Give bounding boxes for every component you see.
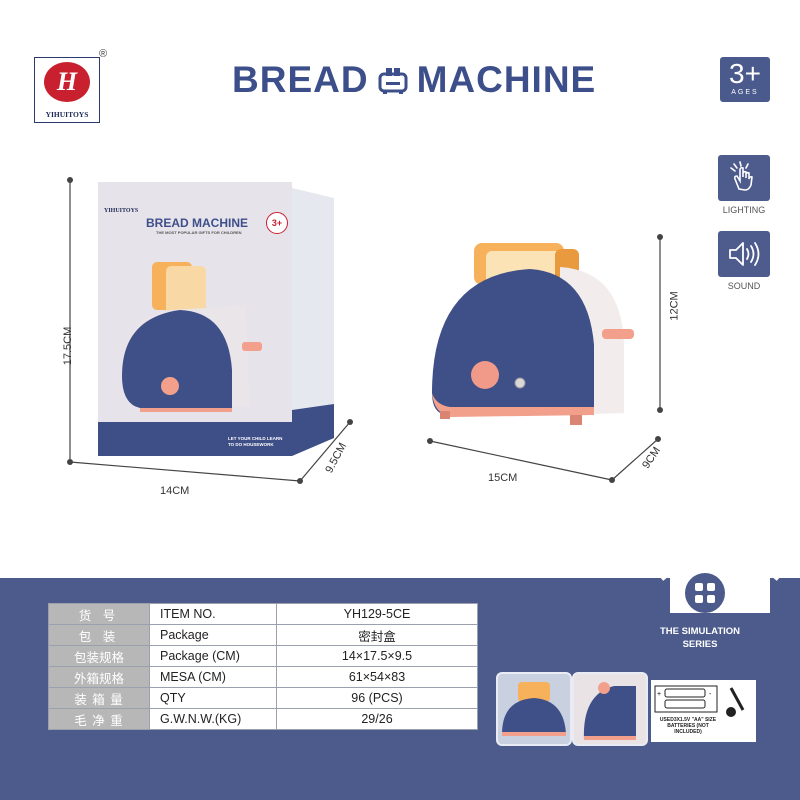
spec-value: YH129-5CE [276,603,478,625]
toaster-product-illustration [427,234,663,483]
series-line1: THE SIMULATION [659,626,741,637]
brand-name: YIHUITOYS [45,110,89,119]
feature-sound: SOUND [717,231,771,291]
registered-mark: ® [99,48,108,60]
spec-value: 密封盒 [276,624,478,646]
brand-logo-mark: H [44,62,90,102]
battery-icon: + - [654,685,745,717]
feature-lighting: LIGHTING [717,155,771,215]
spec-value: 29/26 [276,708,478,730]
svg-text:-: - [709,691,712,698]
spec-cn-label: 毛 净 重 [48,708,150,730]
toaster-body [432,269,594,415]
title-right: MACHINE [416,59,597,100]
package-box-illustration [67,177,353,484]
dimension-line [299,421,351,482]
brand-logo-letter: H [56,67,78,96]
battery-text: USED3X1.5V "AA" SIZE BATTERIES (NOT INCL… [659,717,717,735]
spec-cn-label: 包 装 [48,624,150,646]
brand-logo: H YIHUITOYS [34,57,100,123]
box-side [292,188,334,456]
box-height-label: 17.5CM [62,326,74,366]
box-title: BREAD MACHINE [146,216,248,230]
toy-height-label: 12CM [668,291,681,321]
feature-label: SOUND [727,281,761,291]
toaster-knob [471,361,499,389]
spec-en-label: ITEM NO. [149,603,277,625]
spec-cn-label: 外箱规格 [48,666,150,688]
dimension-line [611,438,659,481]
svg-text:+: + [657,691,661,698]
spec-value: 61×54×83 [276,666,478,688]
toy-width-label: 15CM [488,472,518,484]
spec-en-label: QTY [149,687,277,709]
house-icon [656,522,780,613]
spec-value: 96 (PCS) [276,687,478,709]
series-label: THE SIMULATION SERIES [650,625,750,651]
page-title: BREAD MACHINE [232,58,596,102]
box-slogan: LET YOUR CHILD LEARN TO DO HOUSEWORK [228,436,283,447]
box-width-label: 14CM [160,485,190,497]
box-toaster-image [121,262,262,412]
title-left: BREAD [232,59,369,100]
thumbnail-front [496,672,572,746]
spec-en-label: MESA (CM) [149,666,277,688]
age-label: AGES [731,89,759,96]
spec-en-label: Package (CM) [149,645,277,667]
series-line2: SERIES [682,639,718,650]
box-brand: YIHUITOYS [104,208,139,214]
battery-note: + - USED3X1.5V "AA" SIZE BATTERIES (NOT … [651,680,756,742]
thumbnail-side [572,672,648,746]
dimension-line [69,461,301,482]
touch-light-icon [718,155,770,201]
speaker-icon [718,231,770,277]
age-badge: 3+ AGES [720,57,770,102]
spec-cn-label: 货 号 [48,603,150,625]
spec-value: 14×17.5×9.5 [276,645,478,667]
box-subtitle: THE MOST POPULAR GIFTS FOR CHILDREN [156,230,242,235]
age-value: 3+ [729,58,761,89]
dimension-line [429,440,613,481]
toaster-icon [378,68,408,94]
box-age-badge: 3+ [266,212,288,234]
spec-en-label: Package [149,624,277,646]
feature-label: LIGHTING [722,205,766,215]
spec-en-label: G.W.N.W.(KG) [149,708,277,730]
spec-cn-label: 装 箱 量 [48,687,150,709]
toaster-lever [602,329,634,339]
spec-cn-label: 包装规格 [48,645,150,667]
